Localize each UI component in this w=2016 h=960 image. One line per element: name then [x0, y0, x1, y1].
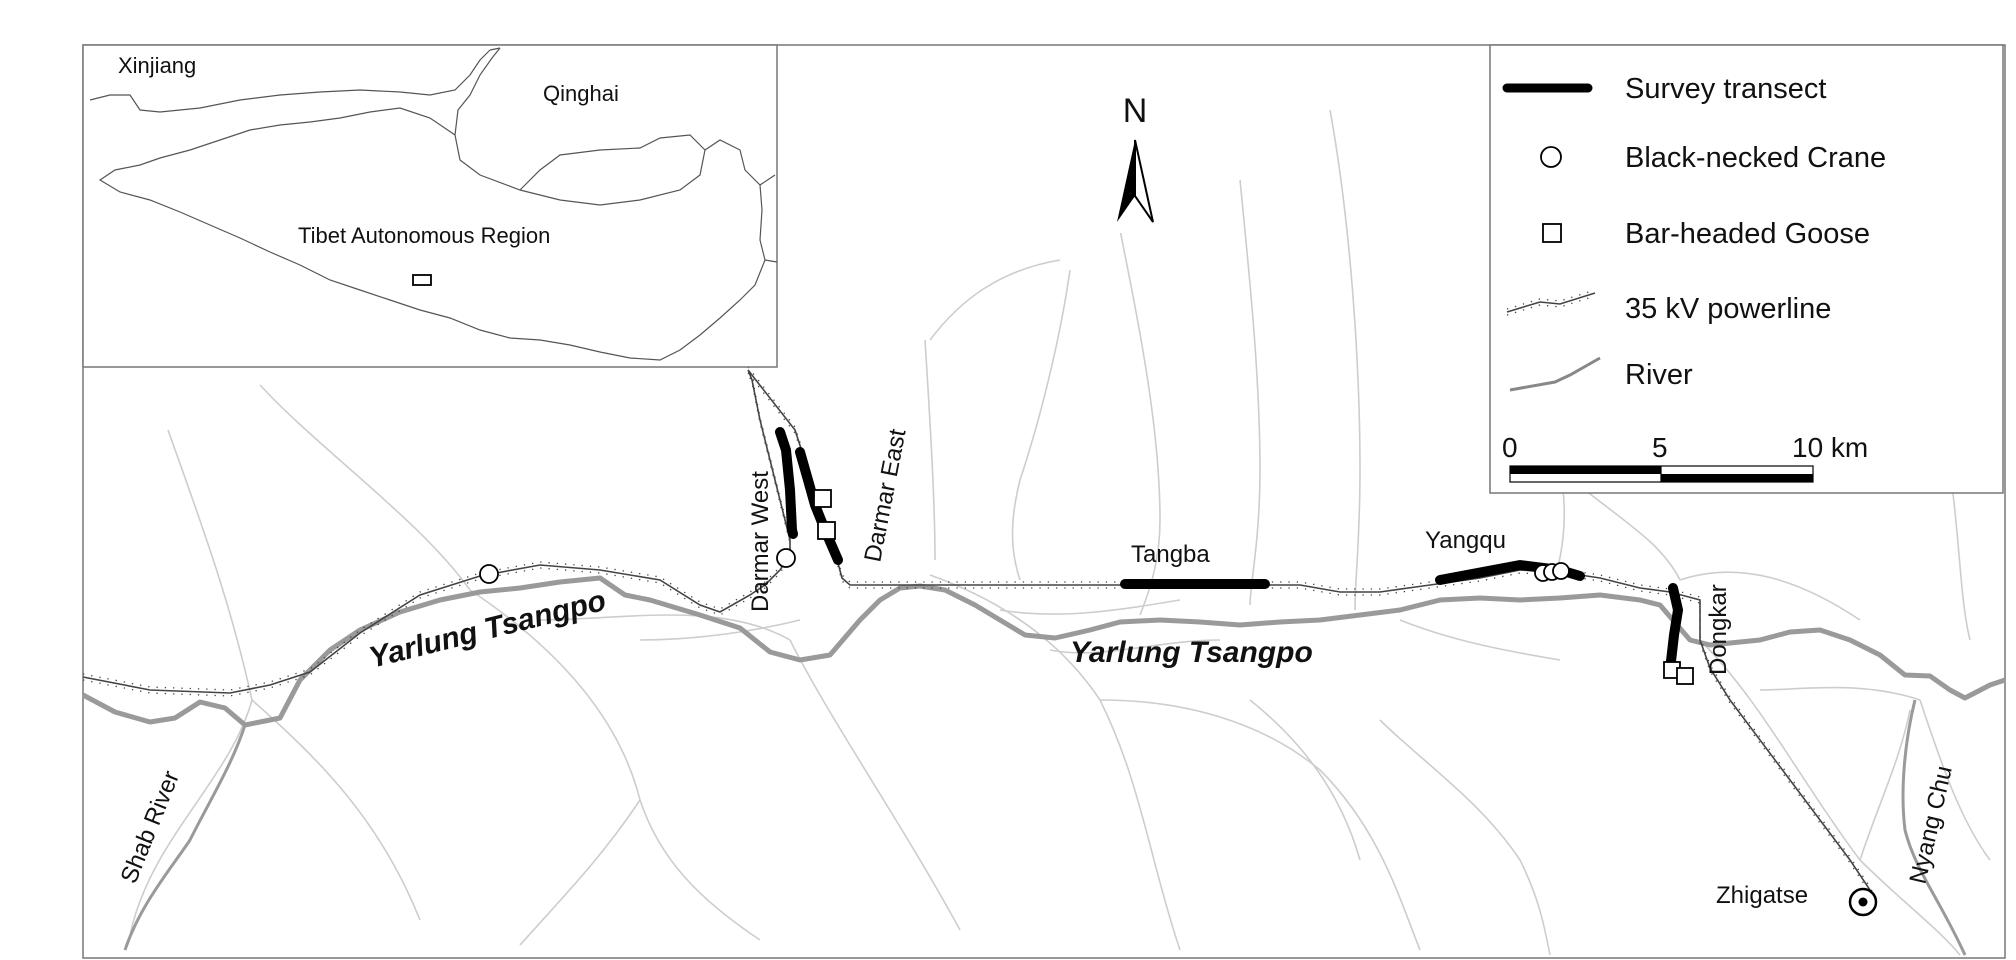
- label-darmar-west: Darmar West: [747, 471, 774, 612]
- label-tangba: Tangba: [1131, 541, 1210, 568]
- north-arrow-icon: [1117, 140, 1135, 222]
- nyang-chu-river: [1901, 699, 1967, 956]
- crane-marker: [1552, 562, 1570, 580]
- qinghai-border: [454, 47, 706, 191]
- transect-darmar-west: [775, 427, 798, 539]
- inset-boundaries: [89, 47, 778, 361]
- bird-observations: [479, 489, 1694, 685]
- scale-tick-0: 0: [1502, 432, 1518, 463]
- legend-symbol-powerline: [1506, 289, 1596, 316]
- xinjiang-border: [89, 49, 491, 113]
- transect-dongkar: [1665, 583, 1684, 675]
- legend-label-transect: Survey transect: [1625, 73, 1826, 105]
- inset-label-qinghai: Qinghai: [543, 81, 619, 106]
- crane-marker: [776, 548, 796, 568]
- legend-symbol-river: [1509, 356, 1601, 392]
- legend-symbol-crane: [1540, 146, 1562, 168]
- crane-marker: [479, 564, 499, 584]
- goose-marker: [1676, 667, 1694, 685]
- inset-label-xinjiang: Xinjiang: [118, 53, 196, 78]
- label-yangqu: Yangqu: [1425, 527, 1506, 554]
- zhigatse-symbol: [1848, 887, 1878, 917]
- label-zhigatse: Zhigatse: [1716, 882, 1808, 909]
- study-area-marker: [412, 274, 432, 286]
- scale-tick-10km: 10 km: [1792, 432, 1868, 463]
- legend-label-crane: Black-necked Crane: [1625, 142, 1886, 174]
- north-arrow: N: [1100, 85, 1170, 233]
- inset-label-tibet: Tibet Autonomous Region: [298, 223, 550, 248]
- tibet-outline: [98, 107, 766, 361]
- label-yarlung-center: Yarlung Tsangpo: [1070, 636, 1313, 669]
- legend-symbol-goose: [1542, 223, 1562, 243]
- inset-map: Xinjiang Qinghai Tibet Autonomous Region: [82, 44, 778, 368]
- scale-tick-5: 5: [1652, 432, 1668, 463]
- powerline-35kv: [82, 366, 1876, 904]
- goose-marker: [813, 489, 832, 508]
- legend-label-powerline: 35 kV powerline: [1625, 293, 1831, 325]
- scale-bar: 0 5 10 km: [1502, 432, 1868, 483]
- shab-river: [123, 724, 247, 951]
- goose-marker: [817, 521, 836, 540]
- legend: Survey transect Black-necked Crane Bar-h…: [1489, 44, 2004, 494]
- legend-label-river: River: [1625, 359, 1693, 391]
- legend-label-goose: Bar-headed Goose: [1625, 218, 1870, 250]
- label-dongkar: Dongkar: [1705, 584, 1732, 675]
- north-arrow-label: N: [1123, 92, 1148, 130]
